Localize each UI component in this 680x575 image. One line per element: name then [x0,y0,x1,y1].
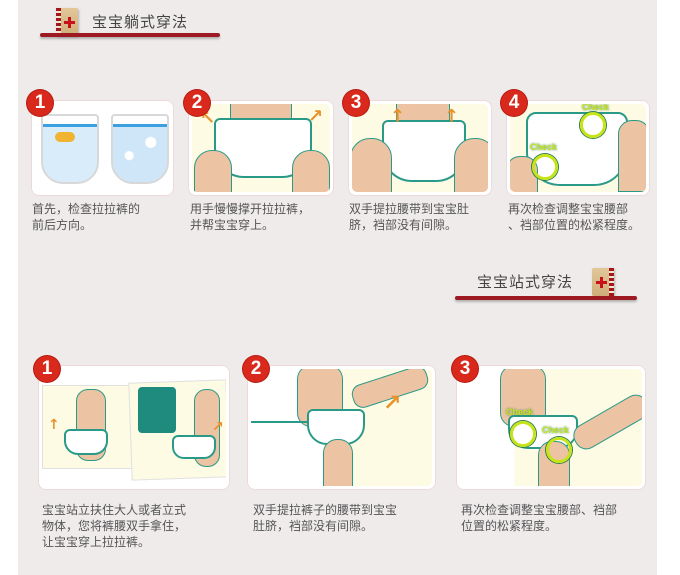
step-number-badge: 1 [27,90,53,116]
support-bar [251,421,309,423]
baby-leg-right [292,150,330,192]
section-title: 宝宝站式穿法 [477,273,574,291]
step-number-badge: 2 [184,90,210,116]
check-label: Check [582,104,610,112]
step-caption: 首先，检查拉拉裤的 前后方向。 [32,202,141,232]
step-caption: 再次检查调整宝宝腰部 、裆部位置的松紧程度。 [508,202,641,232]
adult-illustration [138,387,176,433]
step-number-badge: 2 [243,356,269,382]
check-ring-icon [580,112,606,138]
header-divider [455,296,637,300]
check-label: Check [542,425,570,435]
adult-hand-right [454,138,488,192]
arrow-up-icon: ↑ [390,106,406,127]
adult-hand-left [352,138,392,192]
diaper-illustration [172,435,216,459]
step-caption: 用手慢慢撑开拉拉裤， 并帮宝宝穿上。 [190,202,311,232]
diaper-illustration [64,429,108,455]
arrow-up-icon: ↑ [48,417,60,433]
step-number-badge: 4 [501,90,527,116]
check-label: Check [506,407,534,417]
step-caption: 宝宝站立扶住大人或者立式 物体，您将裤腰双手拿住， 让宝宝穿上拉拉裤。 [42,503,187,549]
first-aid-kit-icon [56,8,78,36]
arrow-up-icon: ↗ [212,419,224,435]
character-icon [55,132,75,142]
diaper-back-illustration [111,114,169,184]
step-caption: 双手提拉裤子的腰带到宝宝 肚脐，裆部没有间隙。 [253,503,398,533]
check-ring-icon [532,154,558,180]
header-divider [40,33,220,37]
baby-leg [323,439,353,486]
check-label: Check [530,142,558,152]
step-caption: 双手提拉腰带到宝宝肚 脐，裆部没有间隙。 [349,202,470,232]
section-title: 宝宝躺式穿法 [92,13,189,31]
check-ring-icon [510,421,536,447]
step-number-badge: 3 [452,356,478,382]
arrow-right-icon: ↗ [308,106,324,127]
step-number-badge: 1 [34,356,60,382]
check-ring-icon [546,437,572,463]
arrow-curved-up-icon: ↗ [383,391,402,416]
adult-arm [568,390,642,454]
step-number-badge: 3 [343,90,369,116]
first-aid-kit-icon [592,268,614,296]
step-caption: 再次检查调整宝宝腰部、裆部 位置的松紧程度。 [461,503,618,533]
adult-hand-right [618,120,646,192]
baby-leg-left [194,150,232,192]
arrow-up-icon: ↑ [444,106,460,127]
diaper-front-illustration [41,114,99,184]
